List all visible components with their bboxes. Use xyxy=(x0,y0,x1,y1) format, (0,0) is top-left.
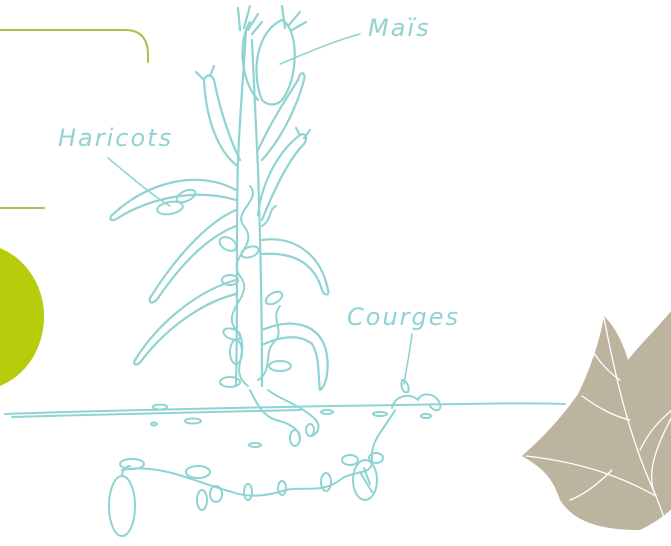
corn-plant xyxy=(110,6,328,390)
ground-line xyxy=(5,403,565,414)
squash-leaf xyxy=(306,424,314,436)
bean-leaf xyxy=(217,234,239,253)
pebble xyxy=(153,405,167,410)
corn-leaf xyxy=(262,239,328,294)
pebble xyxy=(421,414,431,418)
pebble xyxy=(249,443,261,447)
squash-leaf xyxy=(290,430,300,446)
label-haricots: Haricots xyxy=(58,124,173,152)
corn-ear xyxy=(256,20,294,105)
corn-tassel xyxy=(282,6,306,30)
corn-leaf xyxy=(258,134,306,220)
corn-leaf xyxy=(258,73,304,160)
bean-leaf xyxy=(264,289,285,307)
ground xyxy=(5,403,565,447)
corn-leaf xyxy=(204,76,240,166)
decorative-bracket xyxy=(0,30,148,208)
bean-leaf xyxy=(269,361,291,371)
squash-sprout xyxy=(392,394,440,410)
squash-fruit xyxy=(109,476,135,536)
squash-and-roots xyxy=(109,380,440,536)
green-disc xyxy=(0,244,44,390)
corn-leaf xyxy=(150,210,236,303)
squash-leaf xyxy=(244,484,252,500)
squash-leaf xyxy=(321,473,331,491)
pebble xyxy=(321,410,333,414)
squash-leaf xyxy=(120,459,144,469)
root xyxy=(268,390,318,436)
pebble xyxy=(151,423,157,426)
squash-leaf xyxy=(210,486,222,502)
squash-leaf xyxy=(197,490,207,510)
corn-leaf xyxy=(262,324,328,390)
bean-leaf xyxy=(240,244,260,260)
squash-leaf xyxy=(186,466,210,478)
corn-tassel xyxy=(238,6,262,34)
ground-line-2 xyxy=(12,410,300,417)
squash-leaf xyxy=(342,455,358,465)
corn-leaf xyxy=(134,280,236,365)
leader-courges xyxy=(404,334,412,384)
pebble xyxy=(373,412,387,416)
squash-leaf xyxy=(278,481,286,495)
label-mais: Maïs xyxy=(368,14,431,42)
label-courges: Courges xyxy=(347,303,460,331)
bean-leaf xyxy=(222,326,242,342)
pebble xyxy=(185,419,201,424)
corn-stalk-2 xyxy=(252,40,262,386)
beige-leaf xyxy=(522,300,671,530)
beige-leaf-blade xyxy=(522,300,671,530)
bracket-top-line xyxy=(0,30,148,62)
